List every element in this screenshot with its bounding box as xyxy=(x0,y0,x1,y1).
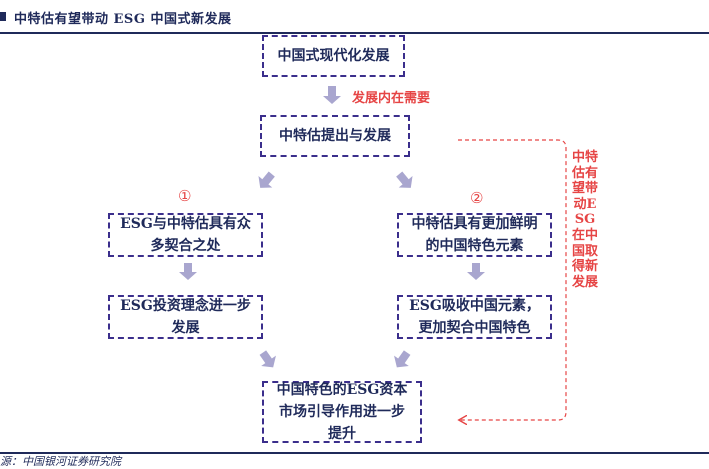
box-modernization: 中国式现代化发展 xyxy=(262,35,405,77)
box-esg-absorb-line-1: ESG吸收中国元素， xyxy=(409,298,540,314)
box-capital-market-line-3: 提升 xyxy=(328,426,356,442)
page-title: 中特估有望带动 ESG 中国式新发展 xyxy=(14,12,232,27)
box-esg-absorb: ESG吸收中国元素， 更加契合中国特色 xyxy=(397,295,552,339)
source-note: 源：中国银河证券研究院 xyxy=(0,455,121,468)
box-chinese-features-line-2: 的中国特色元素 xyxy=(425,238,524,254)
box-esg-fit-line-1: ESG与中特估具有众 xyxy=(120,216,251,232)
arrow-right2-to-bottom xyxy=(394,350,411,368)
box-capital-market-line-2: 市场引导作用进一步 xyxy=(279,404,405,420)
box-modernization-text: 中国式现代化发展 xyxy=(277,48,390,64)
title-marker xyxy=(0,12,6,21)
top-rule xyxy=(0,32,709,34)
arrow-left1-to-left2 xyxy=(179,263,197,280)
note-internal-need: 发展内在需要 xyxy=(352,91,431,106)
marker-1: ① xyxy=(178,187,192,205)
arrow-top-to-middle xyxy=(323,86,341,104)
bottom-rule xyxy=(0,452,709,454)
side-bracket xyxy=(458,139,567,420)
box-capital-market: 中国特色的ESG资本 市场引导作用进一步 提升 xyxy=(262,381,422,443)
marker-2: ② xyxy=(470,189,484,207)
title-bar: 中特估有望带动 ESG 中国式新发展 xyxy=(0,0,709,32)
box-chinese-features: 中特估具有更加鲜明 的中国特色元素 xyxy=(397,213,552,257)
box-esg-concept-line-2: 发展 xyxy=(171,320,200,336)
arrow-right1-to-right2 xyxy=(467,263,485,280)
arrow-middle-to-left1 xyxy=(258,171,275,188)
box-esg-concept: ESG投资理念进一步 发展 xyxy=(108,295,263,339)
side-conclusion: 中特估有望带动ESG在中国取得新发展 xyxy=(571,150,598,290)
flow-arrows xyxy=(179,86,485,368)
box-esg-fit: ESG与中特估具有众 多契合之处 xyxy=(108,213,263,257)
arrow-middle-to-right1 xyxy=(396,171,413,188)
box-esg-concept-line-1: ESG投资理念进一步 xyxy=(120,298,251,314)
box-zhongteguo-text: 中特估提出与发展 xyxy=(279,128,391,144)
box-esg-fit-line-2: 多契合之处 xyxy=(150,238,221,254)
box-capital-market-line-1: 中国特色的ESG资本 xyxy=(276,382,408,398)
box-chinese-features-line-1: 中特估具有更加鲜明 xyxy=(411,216,538,232)
arrow-left2-to-bottom xyxy=(259,350,276,368)
box-esg-absorb-line-2: 更加契合中国特色 xyxy=(418,320,531,336)
box-zhongteguo: 中特估提出与发展 xyxy=(260,115,410,157)
